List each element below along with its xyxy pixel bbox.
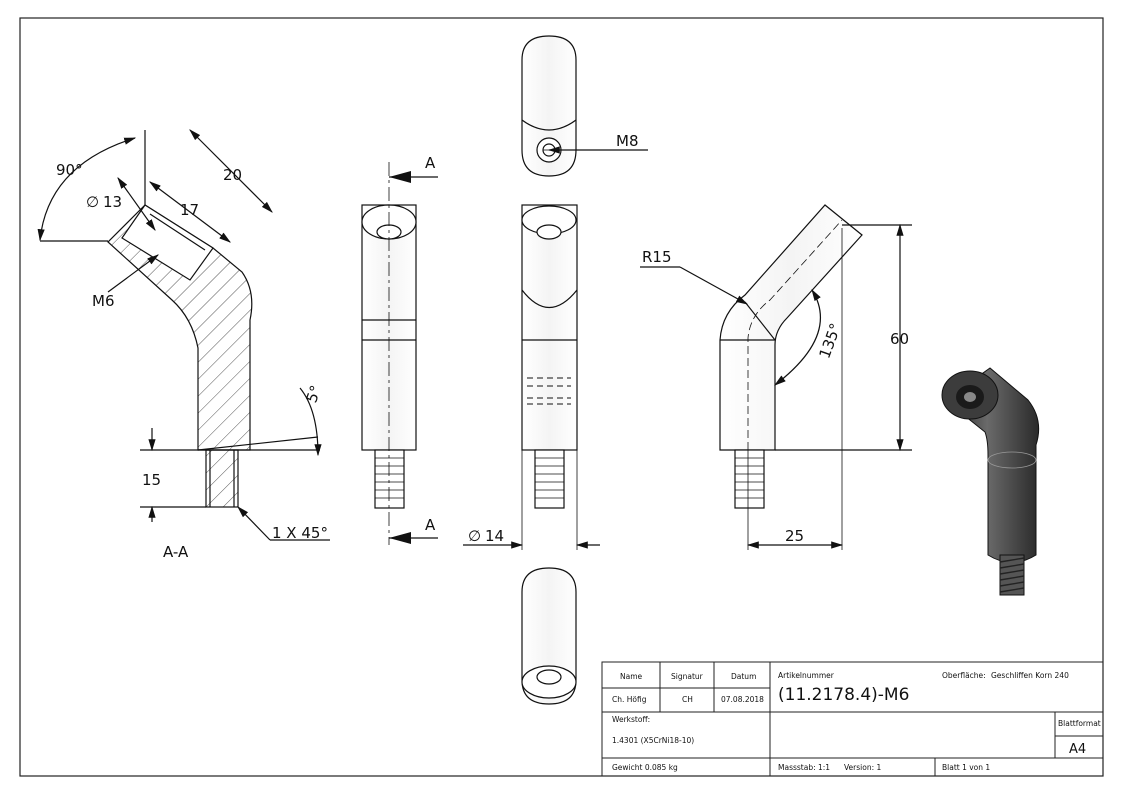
section-view-label: A-A xyxy=(163,543,189,561)
angled-height-60: 60 xyxy=(890,330,909,348)
angled-radius: R15 xyxy=(642,248,672,266)
section-view-a-a xyxy=(37,129,330,541)
angled-view xyxy=(640,204,912,550)
tb-hdr-datum: Datum xyxy=(731,672,756,681)
tb-blatt: Blatt 1 von 1 xyxy=(942,763,990,772)
section-dim-15: 15 xyxy=(142,471,161,489)
top-thread-m8: M8 xyxy=(616,132,639,150)
tb-oberflaeche: Geschliffen Korn 240 xyxy=(991,671,1069,680)
tb-artikelnummer: (11.2178.4)-M6 xyxy=(778,685,909,705)
tb-blattformat-label: Blattformat xyxy=(1058,719,1101,728)
side-view xyxy=(463,204,600,550)
tb-werkstoff-label: Werkstoff: xyxy=(612,715,650,724)
section-angle-5: 5° xyxy=(302,383,325,405)
front-view xyxy=(361,162,438,545)
tb-hdr-name: Name xyxy=(620,672,643,681)
tb-name: Ch. Höfig xyxy=(612,695,647,704)
tb-gewicht: Gewicht 0.085 kg xyxy=(612,763,678,772)
tb-blattformat: A4 xyxy=(1069,742,1086,757)
tb-version: Version: 1 xyxy=(844,763,881,772)
diameter-symbol: ∅ xyxy=(86,193,99,211)
tb-massstab: Massstab: 1:1 xyxy=(778,763,830,772)
section-thread-m6: M6 xyxy=(92,292,115,310)
isometric-render xyxy=(941,367,1040,596)
tb-hdr-signatur: Signatur xyxy=(671,672,704,681)
drawing-frame xyxy=(19,17,1104,777)
section-marker-top: A xyxy=(425,154,436,172)
section-dim-17: 17 xyxy=(180,201,199,219)
tb-oberflaeche-label: Oberfläche: xyxy=(942,671,986,680)
title-block xyxy=(601,661,1104,777)
section-dim-20: 20 xyxy=(223,166,242,184)
section-stud xyxy=(205,449,239,508)
tb-werkstoff: 1.4301 (X5CrNi18-10) xyxy=(612,736,694,745)
side-dia-14: 14 xyxy=(485,527,504,545)
section-dia-13: 13 xyxy=(103,193,122,211)
tb-datum: 07.08.2018 xyxy=(721,695,764,704)
section-angle-90: 90° xyxy=(56,161,83,179)
tb-artikel-label: Artikelnummer xyxy=(778,671,835,680)
top-view xyxy=(521,35,648,177)
diameter-symbol: ∅ xyxy=(468,527,481,545)
section-marker-bottom: A xyxy=(425,516,436,534)
angled-width-25: 25 xyxy=(785,527,804,545)
tb-signatur: CH xyxy=(682,695,693,704)
section-chamfer: 1 X 45° xyxy=(272,524,328,542)
bottom-view xyxy=(521,567,577,705)
